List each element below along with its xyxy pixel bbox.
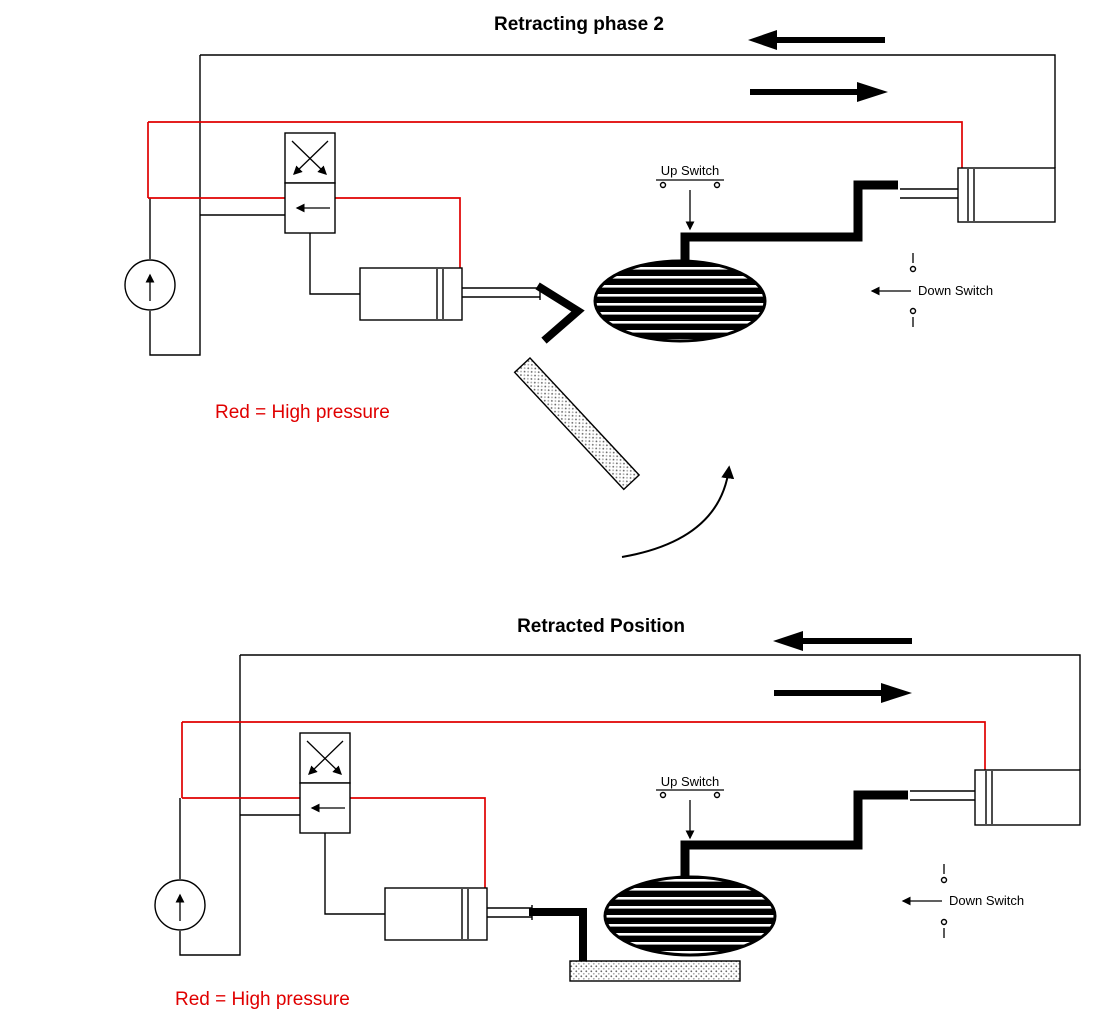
pressure-legend: Red = High pressure — [215, 402, 390, 423]
valve-cross-arrow-1-icon — [291, 140, 327, 175]
main-cylinder-body — [957, 167, 1056, 223]
door-linkage — [529, 908, 587, 961]
valve-cross-arrow-2-icon — [308, 740, 344, 775]
high-pressure-lines — [181, 721, 986, 888]
down-switch-contact-2-icon — [909, 307, 917, 315]
hydraulic-pump — [124, 259, 176, 311]
down-switch-contact-2-icon — [940, 918, 948, 926]
diagram-title: Retracted Position — [517, 616, 685, 637]
gear-strut — [680, 790, 908, 880]
flow-arrow-left-head-icon — [748, 30, 777, 50]
up-switch-label: Up Switch — [661, 774, 720, 789]
valve-to-cylinder-line — [309, 233, 360, 295]
door-cylinder — [384, 887, 533, 941]
return-lines — [149, 54, 1056, 356]
door-linkage — [535, 282, 585, 344]
down-switch: Down Switch — [870, 253, 993, 327]
door-cylinder-body — [384, 887, 488, 941]
hydraulic-pump — [154, 879, 206, 931]
valve-cross-arrow-1-icon — [306, 740, 342, 775]
gear-door-closed — [569, 960, 741, 982]
directional-control-valve — [299, 732, 351, 834]
down-switch-label: Down Switch — [918, 283, 993, 298]
up-switch-contact-2-icon — [713, 791, 721, 799]
pressure-line-to-door-cylinder — [182, 797, 486, 888]
flow-direction-arrows — [748, 30, 888, 102]
down-switch: Down Switch — [901, 864, 1024, 938]
return-line-top-rail — [240, 654, 1081, 770]
door-cylinder-body — [359, 267, 463, 321]
pressure-line-to-main-cylinder — [148, 121, 963, 168]
return-line-left-rail — [149, 55, 201, 356]
main-gear-cylinder — [910, 769, 1081, 826]
down-switch-contact-1-icon — [940, 876, 948, 884]
door-cylinder — [359, 267, 541, 321]
gear-strut — [680, 180, 898, 265]
flow-direction-arrows — [773, 631, 912, 703]
up-switch-contact-1-icon — [659, 791, 667, 799]
pressure-line-to-door-cylinder — [148, 197, 461, 268]
up-switch-label: Up Switch — [661, 163, 720, 178]
diagram-retracted-position: Retracted Position — [154, 616, 1081, 1010]
wheel — [593, 259, 767, 343]
down-switch-label: Down Switch — [949, 893, 1024, 908]
return-line-left-rail — [179, 655, 241, 956]
high-pressure-lines — [147, 121, 963, 268]
diagram-retracting-phase-2: Retracting phase 2 — [124, 14, 1056, 558]
up-switch-contact-1-icon — [659, 181, 667, 189]
pressure-legend: Red = High pressure — [175, 989, 350, 1010]
main-cylinder-body — [974, 769, 1081, 826]
gear-door-panel — [513, 357, 641, 491]
valve-cross-arrow-2-icon — [293, 140, 329, 175]
down-switch-contact-1-icon — [909, 265, 917, 273]
main-gear-cylinder — [900, 167, 1056, 223]
gear-door-open — [513, 357, 641, 491]
up-switch: Up Switch — [656, 774, 724, 840]
up-switch: Up Switch — [656, 163, 724, 231]
flow-arrow-right-head-icon — [857, 82, 888, 102]
return-lines — [179, 654, 1081, 956]
flow-arrow-right-head-icon — [881, 683, 912, 703]
pressure-line-to-main-cylinder — [182, 721, 986, 770]
directional-control-valve — [284, 132, 336, 234]
valve-to-cylinder-line — [324, 833, 385, 915]
wheel — [603, 875, 777, 957]
diagram-title: Retracting phase 2 — [494, 14, 664, 35]
flow-arrow-left-head-icon — [773, 631, 803, 651]
return-line-top-rail — [200, 54, 1056, 168]
up-switch-contact-2-icon — [713, 181, 721, 189]
rotation-direction-arrow-icon — [621, 465, 735, 558]
